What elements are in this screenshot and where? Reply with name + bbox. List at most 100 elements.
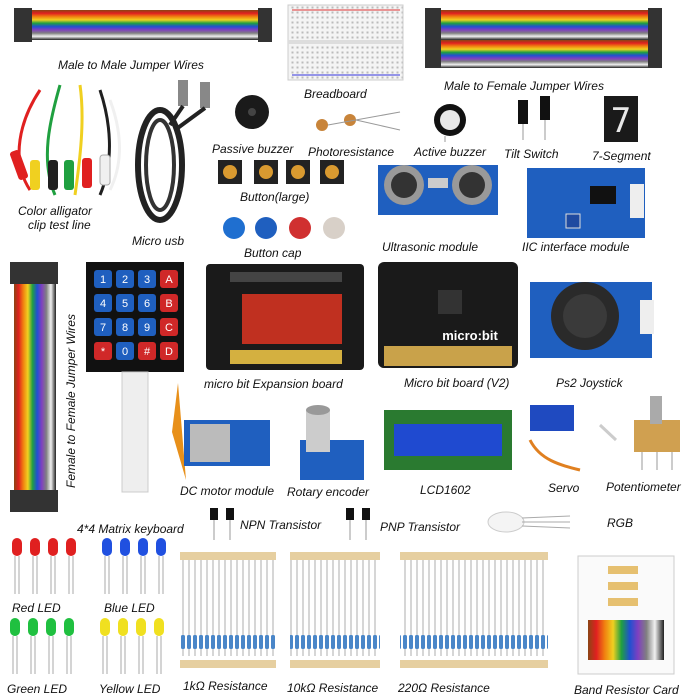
label-ps2-joystick: Ps2 Joystick <box>556 376 623 390</box>
keypad-key-label: D <box>165 346 173 358</box>
label-male-female-wires: Male to Female Jumper Wires <box>444 79 604 93</box>
active-buzzer <box>434 104 466 142</box>
red-led <box>30 538 40 556</box>
label-micro-usb: Micro usb <box>132 234 185 248</box>
red-led <box>48 538 58 556</box>
label-tilt-switch: Tilt Switch <box>504 147 559 161</box>
keypad-key-label: 5 <box>122 298 128 310</box>
keypad-key <box>94 270 112 288</box>
male-male-jumper-wires <box>14 8 272 42</box>
label-microbit-board: Micro bit board (V2) <box>404 376 510 390</box>
seven-segment-display: 7 <box>604 96 638 142</box>
keypad-key-label: 6 <box>144 298 150 310</box>
label-rgb: RGB <box>607 516 634 530</box>
label-npn: NPN Transistor <box>240 518 322 532</box>
keypad-key-label: B <box>165 298 172 310</box>
green-led <box>28 618 38 636</box>
keypad-key <box>138 318 156 336</box>
rgb-led <box>487 511 571 533</box>
label-1k-resistance: 1kΩ Resistance <box>183 679 268 693</box>
green-led <box>64 618 74 636</box>
label-passive-buzzer: Passive buzzer <box>212 142 294 156</box>
rotary-encoder <box>300 405 364 480</box>
ultrasonic-module <box>378 165 498 215</box>
keypad-key <box>160 294 178 312</box>
keypad-key-label: 7 <box>100 322 106 334</box>
label-ultrasonic: Ultrasonic module <box>382 240 479 254</box>
transistors <box>210 508 370 540</box>
label-red-led: Red LED <box>12 601 61 615</box>
ps2-joystick <box>530 282 654 358</box>
label-active-buzzer: Active buzzer <box>414 145 487 159</box>
label-male-male-wires: Male to Male Jumper Wires <box>58 58 204 72</box>
seven-segment-digit: 7 <box>611 101 631 141</box>
svg-text:micro:bit: micro:bit <box>442 328 498 343</box>
keypad-key <box>138 270 156 288</box>
label-pnp: PNP Transistor <box>380 520 461 534</box>
keypad-key <box>94 318 112 336</box>
yellow-led <box>154 618 164 636</box>
micro-usb-cable <box>135 80 210 223</box>
red-led <box>66 538 76 556</box>
label-blue-led: Blue LED <box>104 601 155 615</box>
keypad-key <box>160 270 178 288</box>
keypad-key <box>94 342 112 360</box>
label-matrix-keyboard: 4*4 Matrix keyboard <box>77 522 184 536</box>
label-220-resistance: 220Ω Resistance <box>398 681 490 695</box>
keypad-key-label: 4 <box>100 298 106 310</box>
yellow-led <box>100 618 110 636</box>
label-band-resistor-card: Band Resistor Card <box>574 683 679 697</box>
label-lcd1602: LCD1602 <box>420 483 471 497</box>
green-led <box>10 618 20 636</box>
resistor-1k <box>180 552 276 668</box>
keypad-key-label: 1 <box>100 274 106 286</box>
alligator-clips <box>10 84 121 196</box>
keypad-key <box>138 342 156 360</box>
label-breadboard: Breadboard <box>304 87 367 101</box>
label-iic-module: IIC interface module <box>522 240 630 254</box>
keypad-key-label: * <box>101 346 106 358</box>
keypad-key <box>94 294 112 312</box>
microbit-v2-board: micro:bit <box>378 262 518 368</box>
keypad-key <box>160 318 178 336</box>
label-7-segment: 7-Segment <box>592 149 651 163</box>
label-clip-test-line: clip test line <box>28 218 91 232</box>
blue-led <box>156 538 166 556</box>
label-potentiometer: Potentiometer <box>606 480 681 494</box>
keypad-key <box>116 318 134 336</box>
keypad-key-label: C <box>165 322 173 334</box>
passive-buzzer <box>235 95 269 129</box>
label-dc-motor: DC motor module <box>180 484 275 498</box>
keypad-key-label: # <box>144 346 151 358</box>
photoresistors <box>316 111 401 131</box>
keypad-key-label: 8 <box>122 322 128 334</box>
servo <box>528 405 618 472</box>
label-female-female-wires: Female to Female Jumper Wires <box>64 314 78 488</box>
keypad-key-label: 2 <box>122 274 128 286</box>
keypad-key <box>138 294 156 312</box>
blue-led <box>102 538 112 556</box>
green-led <box>46 618 56 636</box>
yellow-led <box>118 618 128 636</box>
label-green-led: Green LED <box>7 682 68 696</box>
keypad-key-label: A <box>165 274 173 286</box>
keypad-key <box>160 342 178 360</box>
label-rotary-encoder: Rotary encoder <box>287 485 370 499</box>
female-female-jumper-wires <box>10 262 58 512</box>
breadboard <box>287 4 404 81</box>
lcd1602 <box>384 410 512 470</box>
label-10k-resistance: 10kΩ Resistance <box>287 681 379 695</box>
band-resistor-card <box>577 555 675 675</box>
keypad-key <box>116 342 134 360</box>
microbit-expansion-board <box>206 264 364 370</box>
button-caps <box>223 217 345 239</box>
blue-led <box>138 538 148 556</box>
label-button-large: Button(large) <box>240 190 310 204</box>
keypad-key-label: 0 <box>122 346 128 358</box>
dc-motor-module <box>172 383 270 480</box>
label-expansion-board: micro bit Expansion board <box>204 377 343 391</box>
leds <box>10 538 166 674</box>
